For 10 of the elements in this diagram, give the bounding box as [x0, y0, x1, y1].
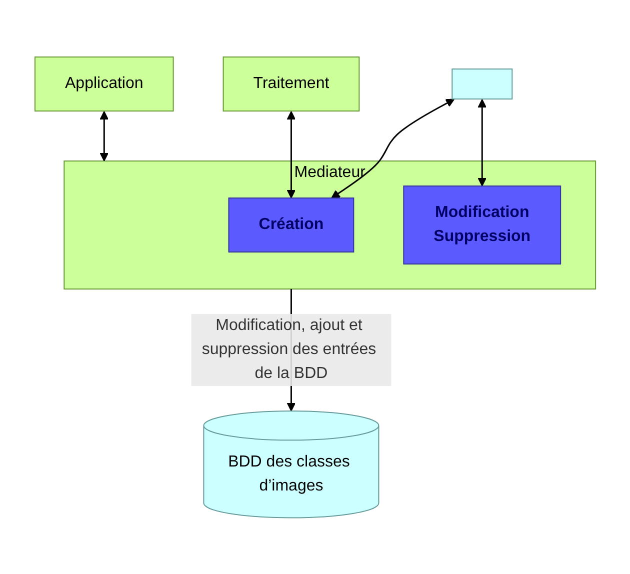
- node-box: Application: [34, 56, 174, 112]
- node-box: Traitement: [222, 56, 360, 112]
- arrow: [477, 98, 486, 186]
- edge-label: Modification, ajout et suppression des entrées de la BDD: [202, 316, 376, 382]
- node-box: Création: [228, 197, 354, 252]
- arrow: [99, 110, 108, 162]
- node-box: Modification Suppression: [402, 185, 561, 264]
- node-box: [451, 68, 512, 100]
- arrow: [286, 110, 296, 198]
- arrow: [330, 98, 454, 198]
